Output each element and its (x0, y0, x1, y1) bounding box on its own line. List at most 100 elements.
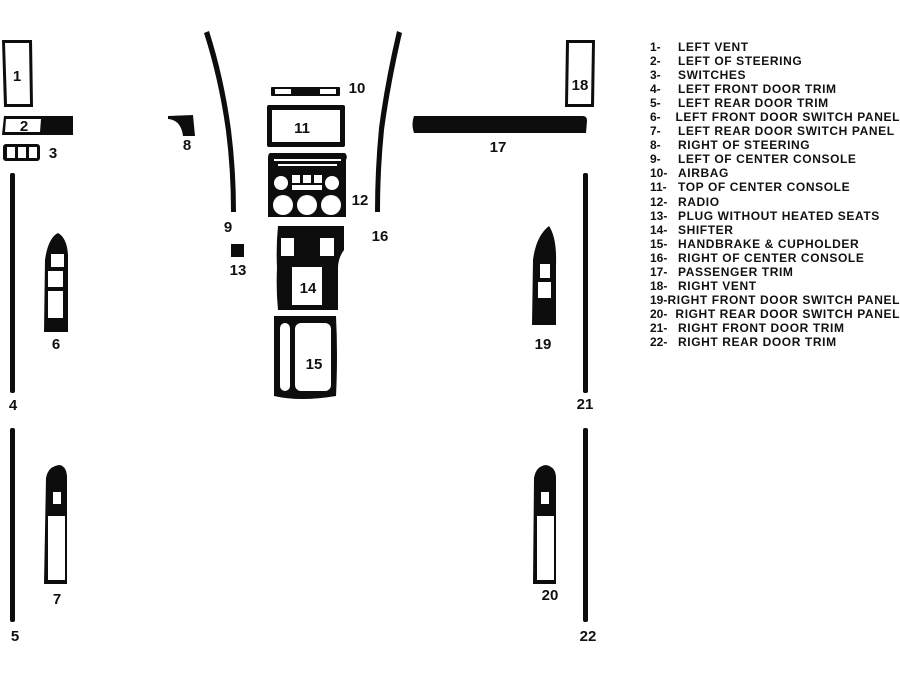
part-3-switches (3, 144, 40, 161)
part-label-3: 3 (49, 145, 57, 162)
legend-number: 12- (650, 194, 668, 209)
part-label-6: 6 (52, 336, 60, 353)
part-6-left-front-door-switch-panel (44, 233, 68, 332)
legend-row: 14- SHIFTER (650, 223, 900, 237)
part-label-8: 8 (183, 137, 191, 154)
part-label-11: 11 (294, 120, 310, 137)
legend-text: PASSENGER TRIM (678, 264, 794, 279)
legend-number: 9- (650, 152, 661, 167)
legend-text: RIGHT FRONT DOOR TRIM (678, 320, 845, 335)
legend-number: 17- (650, 264, 668, 279)
part-9-left-of-center-console (204, 31, 236, 212)
part-21-right-front-door-trim (583, 173, 588, 393)
legend-row: 1-LEFT VENT (650, 40, 900, 54)
legend-number: 18- (650, 278, 668, 293)
part-label-9: 9 (224, 219, 232, 236)
legend-row: 10- AIRBAG (650, 166, 900, 180)
part-16-right-of-center-console (375, 31, 402, 212)
legend-number: 14- (650, 222, 668, 237)
part-13-plug (231, 244, 244, 257)
legend-number: 2- (650, 54, 661, 69)
part-label-19: 19 (535, 336, 552, 353)
part-label-14: 14 (300, 280, 317, 297)
legend-text: PLUG WITHOUT HEATED SEATS (678, 208, 880, 223)
legend-number: 16- (650, 250, 668, 265)
legend-row: 18- RIGHT VENT (650, 279, 900, 293)
legend-number: 5- (650, 96, 661, 111)
part-label-4: 4 (9, 397, 18, 414)
legend-number: 15- (650, 236, 668, 251)
legend-text: LEFT OF STEERING (678, 54, 803, 69)
part-label-22: 22 (580, 628, 597, 645)
legend-row: 8-RIGHT OF STEERING (650, 138, 900, 152)
legend-text: RIGHT OF CENTER CONSOLE (678, 250, 865, 265)
legend-number: 19- (650, 292, 668, 307)
part-label-18: 18 (572, 77, 589, 94)
legend-number: 22- (650, 335, 668, 349)
legend-row: 4- LEFT FRONT DOOR TRIM (650, 82, 900, 96)
legend-number: 13- (650, 208, 668, 223)
part-label-17: 17 (490, 139, 507, 156)
legend-row: 6-LEFT FRONT DOOR SWITCH PANEL (650, 110, 900, 124)
legend-row: 19-RIGHT FRONT DOOR SWITCH PANEL (650, 293, 900, 307)
part-1-left-vent (2, 40, 33, 107)
legend-row: 13- PLUG WITHOUT HEATED SEATS (650, 209, 900, 223)
part-4-left-front-door-trim (10, 173, 15, 393)
legend-text: RIGHT REAR DOOR SWITCH PANEL (675, 306, 900, 321)
legend-row: 11- TOP OF CENTER CONSOLE (650, 180, 900, 194)
part-17-passenger-trim (412, 116, 587, 133)
legend-number: 4- (650, 82, 661, 97)
legend-text: RIGHT REAR DOOR TRIM (678, 335, 837, 349)
legend-row: 16- RIGHT OF CENTER CONSOLE (650, 251, 900, 265)
legend-text: RIGHT FRONT DOOR SWITCH PANEL (667, 292, 900, 307)
part-label-5: 5 (11, 628, 19, 645)
part-10-airbag (271, 87, 340, 96)
part-8-right-of-steering (168, 115, 195, 136)
legend-number: 21- (650, 320, 668, 335)
part-7-left-rear-door-switch-panel (44, 465, 67, 584)
part-label-2: 2 (20, 118, 28, 135)
part-11-top-of-center-console (267, 105, 345, 147)
legend-text: SWITCHES (678, 68, 747, 83)
legend-row: 3-SWITCHES (650, 68, 900, 82)
legend-number: 10- (650, 166, 668, 181)
legend-number: 7- (650, 124, 661, 139)
part-18-right-vent (565, 40, 595, 107)
part-label-16: 16 (372, 228, 389, 245)
legend-text: TOP OF CENTER CONSOLE (678, 180, 851, 195)
part-label-13: 13 (230, 262, 247, 279)
legend-number: 6- (650, 110, 661, 125)
part-label-15: 15 (306, 356, 323, 373)
legend-number: 20- (650, 306, 668, 321)
part-label-21: 21 (577, 396, 594, 413)
legend-row: 17- PASSENGER TRIM (650, 265, 900, 279)
legend-text: RIGHT OF STEERING (678, 138, 811, 153)
part-12-radio (268, 153, 347, 217)
part-22-right-rear-door-trim (583, 428, 588, 622)
parts-legend: 1-LEFT VENT 2- LEFT OF STEERING 3-SWITCHE… (650, 40, 900, 349)
legend-text: RIGHT VENT (678, 278, 757, 293)
legend-text: LEFT FRONT DOOR TRIM (678, 82, 837, 97)
part-14-shifter (276, 226, 344, 310)
part-label-1: 1 (13, 68, 21, 85)
legend-row: 7- LEFT REAR DOOR SWITCH PANEL (650, 124, 900, 138)
part-label-20: 20 (542, 587, 559, 604)
legend-number: 1- (650, 40, 661, 55)
part-20-right-rear-door-switch-panel (533, 465, 556, 584)
legend-text: LEFT REAR DOOR TRIM (678, 96, 829, 111)
legend-text: SHIFTER (678, 222, 734, 237)
legend-text: RADIO (678, 194, 720, 209)
legend-text: AIRBAG (678, 166, 729, 181)
part-2-left-of-steering (2, 116, 73, 135)
legend-row: 20- RIGHT REAR DOOR SWITCH PANEL (650, 307, 900, 321)
part-label-10: 10 (349, 80, 366, 97)
part-label-7: 7 (53, 591, 61, 608)
legend-row: 21- RIGHT FRONT DOOR TRIM (650, 321, 900, 335)
part-15-handbrake-cupholder (274, 316, 337, 399)
legend-number: 11- (650, 180, 667, 195)
part-19-right-front-door-switch-panel (532, 226, 557, 325)
legend-row: 5- LEFT REAR DOOR TRIM (650, 96, 900, 110)
legend-row: 12- RADIO (650, 195, 900, 209)
legend-text: LEFT REAR DOOR SWITCH PANEL (678, 124, 895, 139)
